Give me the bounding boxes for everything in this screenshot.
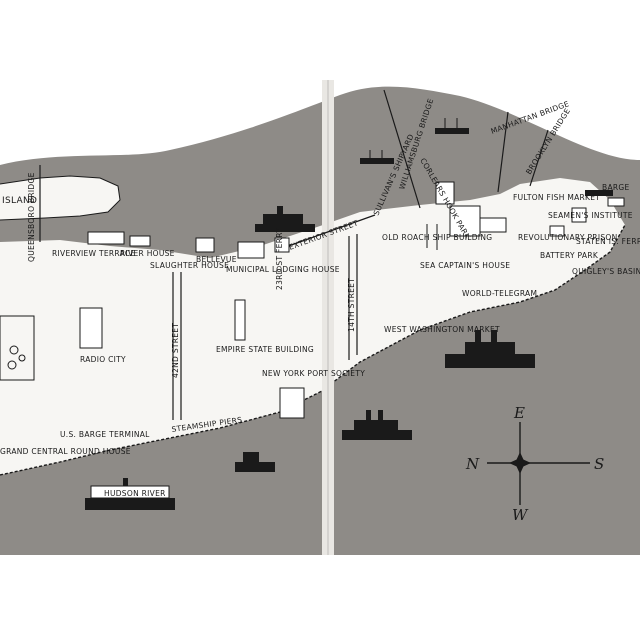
label-bellevue: BELLEVUE: [196, 255, 237, 264]
paddle-steamer-icon: [85, 478, 175, 510]
building-icon: [279, 387, 305, 419]
label-quigleys-basin: QUIGLEY'S BASIN: [572, 267, 640, 276]
bridges: [39, 89, 549, 242]
label-hudson-river-boat: HUDSON RIVER: [104, 489, 166, 498]
welfare-island-edge: [0, 175, 121, 221]
williamsburg-bridge-line: [383, 89, 421, 209]
building-icon: [129, 235, 151, 247]
ship-icon: [435, 118, 469, 134]
label-municipal-lodging-house: MUNICIPAL LODGING HOUSE: [226, 265, 340, 274]
tree-icon: [18, 354, 26, 362]
label-revolutionary-prison: REVOLUTIONARY PRISON: [518, 233, 618, 242]
building-icons: [79, 181, 625, 419]
compass-south-label: S: [594, 455, 604, 473]
label-island: ISLAND: [2, 196, 37, 206]
flag-icons: [426, 224, 438, 250]
label-empire-state-building: EMPIRE STATE BUILDING: [216, 345, 314, 354]
label-us-barge-terminal: U.S. BARGE TERMINAL: [60, 430, 150, 439]
ships: [85, 118, 613, 510]
streets: [172, 214, 376, 420]
steamboat-icon: [235, 452, 275, 472]
building-icon: [195, 237, 215, 253]
label-old-roach-ship-building: OLD ROACH SHIP BUILDING: [382, 233, 492, 242]
compass-east-label: E: [513, 404, 525, 422]
ship-icon: [360, 150, 394, 164]
label-sea-captains-house: SEA CAPTAIN'S HOUSE: [420, 261, 510, 270]
label-fulton-fish-market: FULTON FISH MARKET: [513, 193, 600, 202]
ship-icon: [445, 330, 535, 368]
label-river-house: RIVER HOUSE: [120, 249, 175, 258]
building-icon: [274, 237, 290, 253]
building-icon: [79, 307, 103, 349]
brooklyn-bridge-line: [529, 129, 549, 187]
label-barge: BARGE: [602, 183, 630, 192]
bottom-margin: [0, 555, 640, 640]
ship-icon: [585, 190, 613, 196]
label-42nd-street: 42ND STREET: [171, 323, 180, 378]
label-14th-street: 14TH STREET: [347, 278, 356, 332]
building-icon: [87, 231, 125, 245]
compass-north-label: N: [465, 455, 480, 473]
label-riverview-terrace: RIVERVIEW TERRACE: [52, 249, 136, 258]
manhattan-land: [0, 178, 625, 475]
tree-icon: [7, 360, 17, 370]
ship-icon: [342, 410, 412, 440]
label-seamens-institute: SEAMEN'S INSTITUTE: [548, 211, 633, 220]
label-queensboro-bridge: QUEENSBORO BRIDGE: [27, 172, 36, 262]
building-icon: [237, 241, 265, 259]
building-icon: [479, 217, 507, 233]
label-battery-park: BATTERY PARK: [540, 251, 599, 260]
page-gutter: [322, 80, 334, 560]
tree-icon: [9, 345, 19, 355]
building-icon: [234, 299, 246, 341]
compass-west-label: W: [512, 506, 529, 524]
label-grand-central-round-house: GRAND CENTRAL ROUND HOUSE: [0, 447, 131, 456]
park-outline: [0, 315, 35, 381]
compass-rose-icon: [487, 422, 590, 505]
welfare-island: [0, 176, 120, 220]
building-icon: [549, 225, 565, 237]
label-new-york-port-society: NEW YORK PORT SOCIETY: [262, 369, 365, 378]
label-staten-is-ferry: STATEN IS. FERRY: [576, 237, 640, 246]
ship-icon: [255, 206, 315, 232]
manhattan-bridge-line: [497, 111, 509, 193]
building-icon: [435, 181, 455, 205]
label-world-telegram: WORLD-TELEGRAM: [462, 289, 537, 298]
label-radio-city: RADIO CITY: [80, 355, 126, 364]
tree-icons: [0, 315, 35, 381]
label-slaughter-house: SLAUGHTER HOUSE: [150, 261, 229, 270]
exterior-street-line: [282, 214, 376, 249]
west-shoreline: [0, 224, 626, 476]
building-icon: [571, 207, 587, 223]
label-west-washington-market: WEST WASHINGTON MARKET: [384, 325, 500, 334]
label-23rd-ferry: 23RD ST FERRY: [275, 228, 284, 290]
building-icon: [607, 197, 625, 207]
